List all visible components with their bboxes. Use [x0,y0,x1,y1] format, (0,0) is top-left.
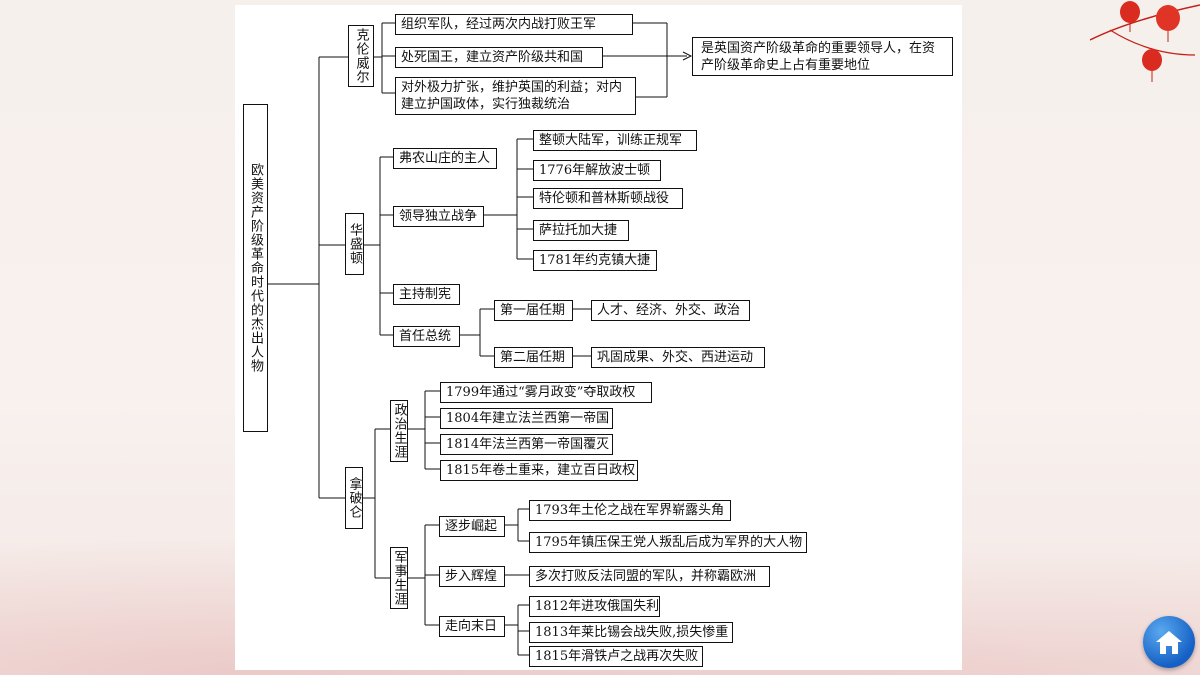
washington-president: 首任总统 [393,326,460,347]
rise-item: 1795年镇压保王党人叛乱后成为军界的大人物 [529,532,807,553]
political-item: 1814年法兰西第一帝国覆灭 [440,434,613,455]
washington-war: 领导独立战争 [393,206,484,227]
home-icon [1156,631,1182,654]
war-item: 1776年解放波士顿 [533,160,661,181]
war-item: 1781年约克镇大捷 [533,250,657,271]
political-item: 1799年通过“雾月政变”夺取政权 [440,382,652,403]
cromwell-item: 处死国王，建立资产阶级共和国 [395,47,603,68]
cromwell-item: 对外极力扩张，维护英国的利益；对内建立护国政体，实行独裁统治 [395,77,636,115]
term1-detail: 人才、经济、外交、政治 [591,300,750,321]
decline-item: 1815年滑铁卢之战再次失败 [529,646,703,667]
military-glory: 步入辉煌 [439,566,505,587]
cromwell-summary: 是英国资产阶级革命的重要领导人，在资产阶级革命史上占有重要地位 [692,37,953,76]
decline-item: 1812年进攻俄国失利 [529,596,660,617]
term2-detail: 巩固成果、外交、西进运动 [591,347,765,368]
war-item: 整顿大陆军，训练正规军 [533,130,697,151]
connector-lines [268,22,693,656]
washington-constitution: 主持制宪 [393,284,460,305]
military-decline: 走向末日 [439,616,505,637]
washington-node: 华盛顿 [345,213,364,275]
term2: 第二届任期 [494,347,573,368]
glory-detail: 多次打败反法同盟的军队，并称霸欧洲 [529,566,770,587]
napoleon-military: 军事生涯 [390,547,408,609]
political-item: 1815年卷土重来，建立百日政权 [440,460,638,481]
term1: 第一届任期 [494,300,573,321]
decline-item: 1813年莱比锡会战失败,损失惨重 [529,622,733,643]
cromwell-node: 克伦威尔 [348,25,374,87]
war-item: 特伦顿和普林斯顿战役 [533,188,683,209]
military-rise: 逐步崛起 [439,516,505,537]
war-item: 萨拉托加大捷 [533,220,629,241]
home-button[interactable] [1143,616,1195,668]
root-node: 欧美资产阶级革命时代的杰出人物 [243,104,268,432]
napoleon-node: 拿破仑 [345,467,363,529]
lantern-icon [1090,1,1200,82]
cromwell-item: 组织军队，经过两次内战打败王军 [395,14,633,35]
rise-item: 1793年土伦之战在军界崭露头角 [529,500,731,521]
washington-farm: 弗农山庄的主人 [393,148,497,169]
political-item: 1804年建立法兰西第一帝国 [440,408,613,429]
napoleon-political: 政治生涯 [390,400,408,462]
diagram-panel: 欧美资产阶级革命时代的杰出人物 克伦威尔 组织军队，经过两次内战打败王军 处死国… [235,5,962,670]
